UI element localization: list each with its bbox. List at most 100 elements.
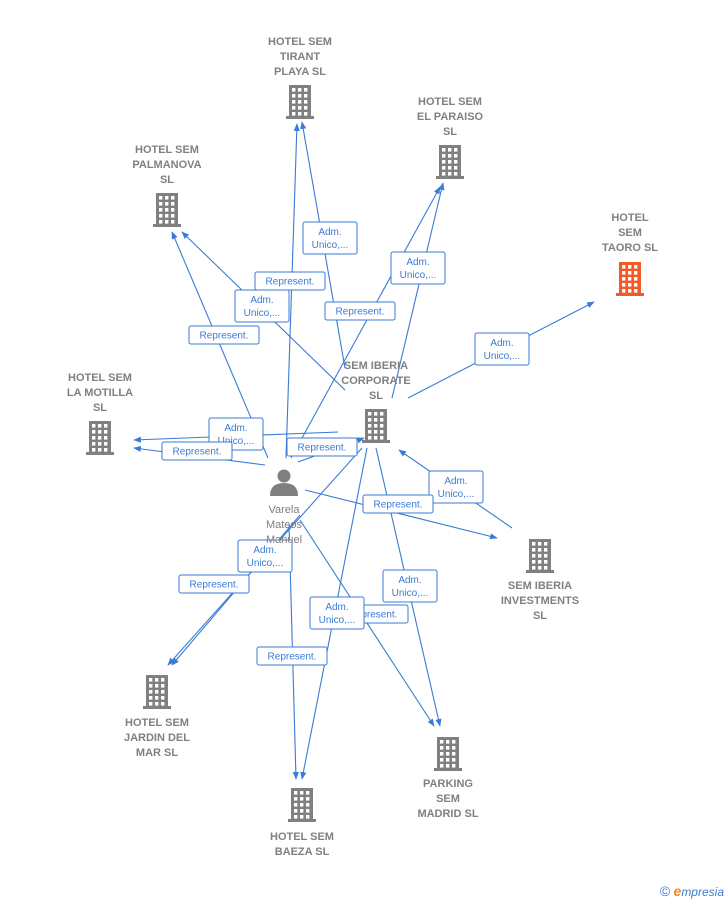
edge-label-text: Unico,... xyxy=(218,436,255,447)
edge-label-person-to-investments[interactable]: Represent. xyxy=(362,494,434,514)
edge-label-corporate-to-baeza[interactable]: Adm.Unico,... xyxy=(309,596,365,630)
edge-label-person-to-paraiso[interactable]: Represent. xyxy=(324,301,396,321)
edge-label-box xyxy=(256,646,328,666)
edge-label-box xyxy=(362,494,434,514)
node-label-paraiso: SL xyxy=(443,126,457,138)
edge-label-text: Unico,... xyxy=(438,489,475,500)
node-label-person: Mateos xyxy=(266,519,303,531)
edge-label-box xyxy=(188,325,260,345)
node-label-investments: SL xyxy=(533,610,547,622)
edge-label-box xyxy=(237,539,293,573)
edge-person-to-paraiso xyxy=(290,186,441,459)
edge-label-box xyxy=(302,221,358,255)
node-label-investments: SEM IBERIA xyxy=(508,580,572,592)
edge-label-box xyxy=(390,251,446,285)
edge-label-text: Unico,... xyxy=(484,351,521,362)
edge-label-text: Adm. xyxy=(253,545,276,556)
edge-label-box xyxy=(161,441,233,461)
node-label-tirant: HOTEL SEM xyxy=(268,36,332,48)
edge-label-box xyxy=(428,470,484,504)
edge-label-corporate-to-parking[interactable]: Adm. Unico,... xyxy=(382,569,438,603)
edge-label-text: Adm. xyxy=(398,575,421,586)
edge-label-corporate-to-jardin[interactable]: Adm. Unico,... xyxy=(237,539,293,573)
edge-label-text: Adm. xyxy=(224,423,247,434)
node-label-person: Manuel xyxy=(266,534,302,546)
edge-label-person-to-palmanova[interactable]: Represent. xyxy=(188,325,260,345)
edge-label-text: Unico,... xyxy=(247,558,284,569)
edge-label-person-to-baeza[interactable]: Represent. xyxy=(256,646,328,666)
node-label-motilla: HOTEL SEM xyxy=(68,372,132,384)
edge-labels-layer: Adm.Unico,...Represent.Adm.Unico,...Repr… xyxy=(161,221,530,666)
edge-label-person-to-corporate[interactable]: Represent. xyxy=(286,437,358,457)
edge-label-text: Represent. xyxy=(266,277,315,288)
edge-label-corporate-to-palmanova[interactable]: Adm.Unico,... xyxy=(234,289,290,323)
edge-label-text: Adm. xyxy=(406,257,429,268)
edge-label-text: Represent. xyxy=(200,331,249,342)
building-icon xyxy=(286,85,314,119)
edge-label-box xyxy=(474,332,530,366)
node-label-corporate: CORPORATE xyxy=(341,375,410,387)
node-label-parking: SEM xyxy=(436,793,460,805)
edge-person-to-investments xyxy=(304,489,498,540)
edge-label-text: Adm. xyxy=(318,227,341,238)
edge-label-text: Unico,... xyxy=(400,270,437,281)
edge-label-person-to-motilla[interactable]: Represent. xyxy=(161,441,233,461)
edge-label-text: Adm. xyxy=(490,338,513,349)
person-icon xyxy=(270,469,298,496)
edge-person-to-tirant xyxy=(285,123,300,459)
node-corporate[interactable]: SEM IBERIA CORPORATE SL xyxy=(341,360,411,443)
edge-label-text: Represent. xyxy=(298,443,347,454)
node-label-jardin: MAR SL xyxy=(136,747,178,759)
edge-label-text: Unico,... xyxy=(319,615,356,626)
node-label-tirant: TIRANT xyxy=(280,51,321,63)
edge-label-box xyxy=(324,301,396,321)
node-label-person: Varela xyxy=(269,504,301,516)
node-label-jardin: JARDIN DEL xyxy=(124,732,190,744)
building-icon xyxy=(526,539,554,573)
edge-label-corporate-to-tirant[interactable]: Adm. Unico,... xyxy=(302,221,358,255)
edge-label-corporate-to-taoro[interactable]: Adm. Unico,... xyxy=(474,332,530,366)
node-label-paraiso: HOTEL SEM xyxy=(418,96,482,108)
building-icon xyxy=(143,675,171,709)
node-label-jardin: HOTEL SEM xyxy=(125,717,189,729)
edge-label-box xyxy=(254,271,326,291)
building-icon xyxy=(362,409,390,443)
edge-label-text: Represent. xyxy=(268,652,317,663)
edge-label-text: Represent. xyxy=(349,610,398,621)
node-label-baeza: HOTEL SEM xyxy=(270,831,334,843)
node-label-palmanova: HOTEL SEM xyxy=(135,144,199,156)
node-label-corporate: SL xyxy=(369,390,383,402)
edge-label-corporate-to-paraiso[interactable]: Adm. Unico,... xyxy=(390,251,446,285)
edge-label-person-to-jardin[interactable]: Represent. xyxy=(178,574,250,594)
edge-label-investments-to-corporate[interactable]: Adm.Unico,... xyxy=(428,470,484,504)
node-label-motilla: LA MOTILLA xyxy=(67,387,133,399)
edge-label-text: Represent. xyxy=(173,447,222,458)
node-label-parking: MADRID SL xyxy=(417,808,478,820)
node-jardin[interactable]: HOTEL SEM JARDIN DEL MAR SL xyxy=(124,675,190,759)
edge-label-person-to-tirant[interactable]: Represent. xyxy=(254,271,326,291)
edge-corporate-to-paraiso xyxy=(391,182,445,399)
edge-label-text: Unico,... xyxy=(392,588,429,599)
node-label-corporate: SEM IBERIA xyxy=(344,360,408,372)
edge-label-box xyxy=(178,574,250,594)
edge-label-text: Unico,... xyxy=(312,240,349,251)
edge-label-text: Represent. xyxy=(374,500,423,511)
edge-label-text: Represent. xyxy=(336,307,385,318)
edge-label-text: Represent. xyxy=(190,580,239,591)
node-label-palmanova: SL xyxy=(160,174,174,186)
building-icon xyxy=(616,262,644,296)
edge-label-box xyxy=(309,596,365,630)
logo-initial: e xyxy=(673,883,682,899)
empresia-logo[interactable]: © empresia xyxy=(660,883,724,899)
